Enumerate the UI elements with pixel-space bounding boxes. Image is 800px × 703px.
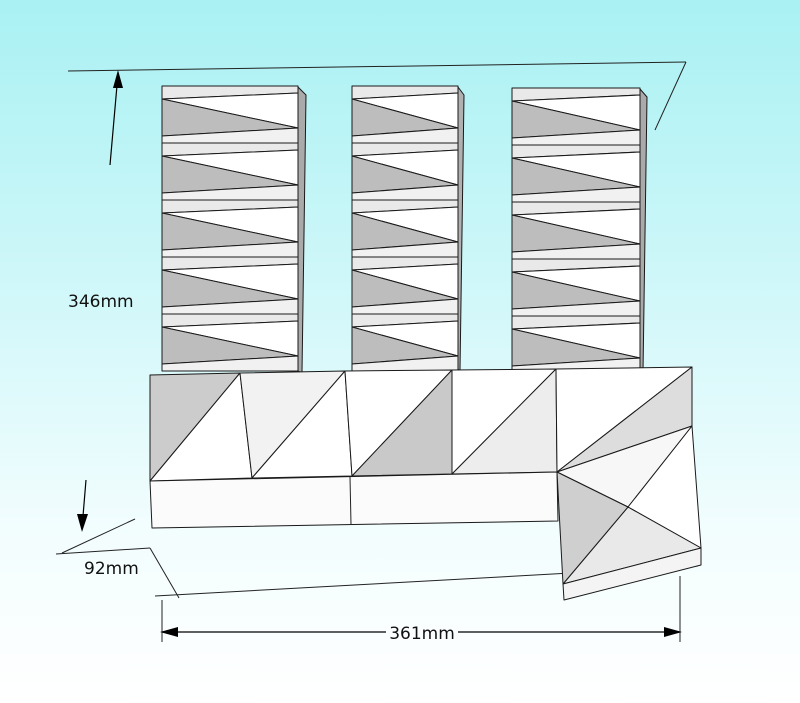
arrow-down-icon: [77, 514, 88, 532]
model-left-prong: [161, 85, 299, 372]
model-right-prong: [511, 87, 641, 374]
middle-prong-side-face: [457, 86, 465, 372]
arrow-left-icon: [160, 627, 178, 637]
height-dimension-label: 346mm: [68, 292, 134, 312]
model-base-top: [149, 366, 693, 482]
model-middle-prong: [351, 85, 459, 372]
left-prong-side-face: [297, 86, 307, 374]
model-3d: [149, 85, 702, 601]
height-dimension: 346mm: [68, 70, 134, 532]
depth-dimension: 92mm: [84, 559, 139, 579]
arrow-right-icon: [664, 627, 682, 637]
width-dimension-label: 361mm: [389, 624, 455, 644]
model-tail-block: [556, 425, 702, 601]
width-dimension: 361mm: [160, 624, 682, 644]
arrow-up-icon: [113, 70, 123, 88]
depth-dimension-label: 92mm: [84, 559, 139, 579]
model-base-front: [149, 471, 559, 529]
dimension-annotations: 346mm 92mm 361mm: [68, 70, 682, 644]
right-prong-side-face: [639, 88, 648, 374]
